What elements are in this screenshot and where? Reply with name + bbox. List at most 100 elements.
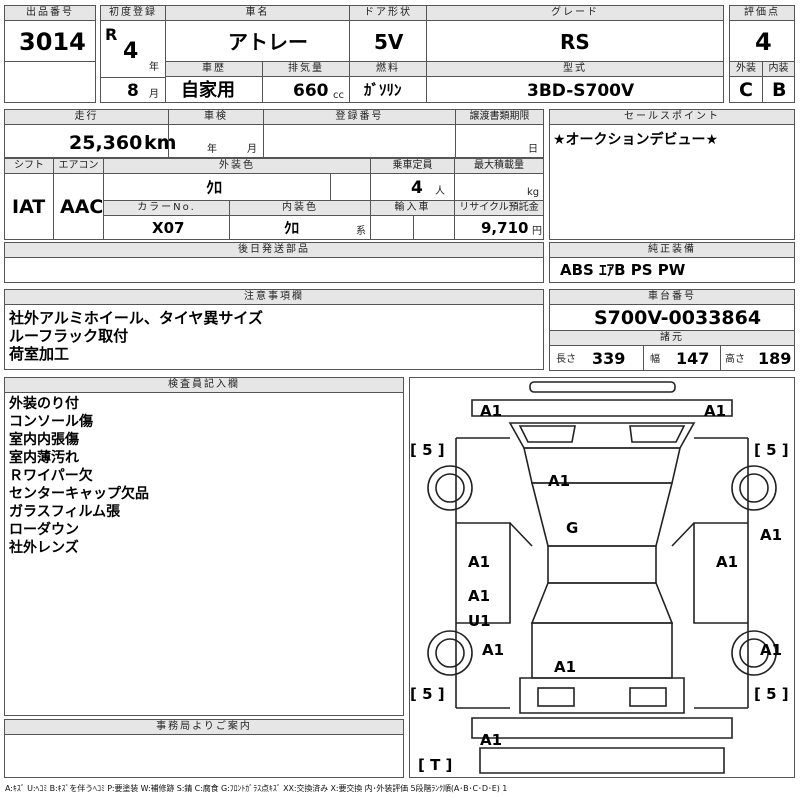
exterior-grade-cell: C <box>729 76 763 103</box>
score-cell: 4 <box>729 20 795 62</box>
chassis-label: 車台番号 <box>549 289 795 305</box>
spare-tire: [ T ] <box>418 756 453 774</box>
year-unit: 年 <box>149 62 159 73</box>
max-load-cell: kg <box>454 173 544 201</box>
exterior-grade: C <box>739 79 753 101</box>
damage-mark: A1 <box>760 526 783 544</box>
inspection-year-unit: 年 <box>207 144 217 155</box>
inspector-line: センターキャップ欠品 <box>9 486 149 502</box>
yen-unit: 円 <box>532 226 542 237</box>
interior-grade-label: 内装 <box>762 61 795 77</box>
damage-diagram: A1 A1 A1 G A1 A1 A1 A1 U1 A1 A1 A1 A1 [ … <box>409 377 795 778</box>
mileage-label: 走行 <box>4 109 169 125</box>
genuine-equipment: ABS ｴｱB PS PW <box>560 261 686 279</box>
height: 189 <box>758 349 792 368</box>
shift-cell: IAT <box>4 173 54 240</box>
person-unit: 人 <box>435 186 445 197</box>
color-no-label: カラーNo. <box>103 200 230 216</box>
history-label: 車歴 <box>165 61 263 77</box>
first-registration-label: 初度登録 <box>100 5 166 21</box>
series-unit: 系 <box>356 226 366 237</box>
note-line: 荷室加工 <box>9 345 70 363</box>
history-cell: 自家用 <box>165 76 263 103</box>
salespoint-cell: ★オークションデビュー★ <box>549 124 795 240</box>
note-line: ルーフラック取付 <box>9 327 129 345</box>
car-outline-diagram <box>427 381 777 774</box>
transfer-day-unit: 日 <box>528 144 538 155</box>
damage-mark: G <box>566 519 579 537</box>
shift-label: シフト <box>4 158 54 174</box>
exterior-grade-label: 外装 <box>729 61 763 77</box>
damage-mark: A1 <box>468 553 491 571</box>
interior-color: ｸﾛ <box>284 219 300 237</box>
grade-label: グレード <box>426 5 724 21</box>
damage-mark: A1 <box>548 472 571 490</box>
tire-depth-rear-right: [ 5 ] <box>754 685 789 703</box>
inspector-line: コンソール傷 <box>9 414 93 430</box>
door-cell: 5V <box>349 20 427 62</box>
height-label: 高さ <box>725 354 745 365</box>
damage-mark: A1 <box>468 587 491 605</box>
width-label: 幅 <box>650 354 660 365</box>
inspector-line: 室内薄汚れ <box>9 450 79 466</box>
lot-number: 3014 <box>19 28 86 56</box>
capacity-cell: 4 人 <box>370 173 455 201</box>
damage-mark: A1 <box>554 658 577 676</box>
exterior-color: ｸﾛ <box>206 178 223 197</box>
era: R <box>105 25 118 44</box>
damage-mark: A1 <box>716 553 739 571</box>
transfer-deadline-cell: 日 <box>455 124 544 158</box>
length: 339 <box>592 349 626 368</box>
lot-blank-cell <box>4 61 96 103</box>
lot-number-label: 出品番号 <box>4 5 96 21</box>
genuine-equipment-cell: ABS ｴｱB PS PW <box>549 257 795 283</box>
color-no: X07 <box>152 219 185 237</box>
history: 自家用 <box>181 80 235 101</box>
registration-number-cell <box>263 124 456 158</box>
inspector-notes-cell: 外装のり付 コンソール傷 室内内張傷 室内薄汚れ Ｒワイパー欠 センターキャップ… <box>4 392 404 716</box>
damage-mark: A1 <box>480 402 503 420</box>
damage-mark: A1 <box>760 641 783 659</box>
registration-year: 4 <box>123 39 139 64</box>
spec-label: 諸元 <box>549 330 795 346</box>
registration-month: 8 <box>127 81 139 101</box>
width: 147 <box>676 349 710 368</box>
notes-cell: 社外アルミホイール、タイヤ異サイズ ルーフラック取付 荷室加工 <box>4 304 544 370</box>
fuel-label: 燃料 <box>349 61 427 77</box>
kg-unit: kg <box>527 187 540 198</box>
damage-mark: A1 <box>704 402 727 420</box>
first-registration-year-cell: R 4 年 <box>100 20 166 78</box>
mileage-cell: 25,360 km <box>4 124 176 158</box>
chassis-number: S700V-0033864 <box>594 307 762 329</box>
aircon-label: エアコン <box>53 158 104 174</box>
shift: IAT <box>12 196 46 218</box>
inspection-cell: 年 月 <box>168 124 264 158</box>
length-label: 長さ <box>556 354 576 365</box>
first-registration-month-cell: 8 月 <box>100 77 166 103</box>
inspector-line: Ｒワイパー欠 <box>9 468 93 484</box>
office-notice-cell <box>4 734 404 778</box>
transfer-deadline-label: 譲渡書類期限 <box>455 109 544 125</box>
cc-unit: cc <box>333 90 344 101</box>
damage-mark: A1 <box>482 641 505 659</box>
inspector-line: 室内内張傷 <box>9 432 79 448</box>
model-code: 3BD-S700V <box>527 81 635 101</box>
recycle-fee: 9,710 <box>481 219 529 237</box>
recycle-label: リサイクル預託金 <box>454 200 544 216</box>
inspection-month-unit: 月 <box>247 144 257 155</box>
notes-label: 注意事項欄 <box>4 289 544 305</box>
aircon-cell: AAC <box>53 173 104 240</box>
tire-depth-rear-left: [ 5 ] <box>410 685 445 703</box>
lot-number-cell: 3014 <box>4 20 96 62</box>
inspector-notes-label: 検査員記入欄 <box>4 377 404 393</box>
recycle-cell: 9,710 円 <box>454 215 544 240</box>
score-label: 評価点 <box>729 5 795 21</box>
inspector-line: ローダウン <box>9 522 79 538</box>
salespoint-label: セールスポイント <box>549 109 795 125</box>
legend: A:ｷｽﾞ U:ﾍｺﾐ B:ｷｽﾞを伴うﾍｺﾐ P:要塗装 W:補修跡 S:錆 … <box>5 784 508 793</box>
aircon: AAC <box>60 196 104 218</box>
chassis-cell: S700V-0033864 <box>549 304 795 331</box>
interior-color-label: 内装色 <box>229 200 371 216</box>
damage-mark: U1 <box>468 612 491 630</box>
door-label: ドア形状 <box>349 5 427 21</box>
